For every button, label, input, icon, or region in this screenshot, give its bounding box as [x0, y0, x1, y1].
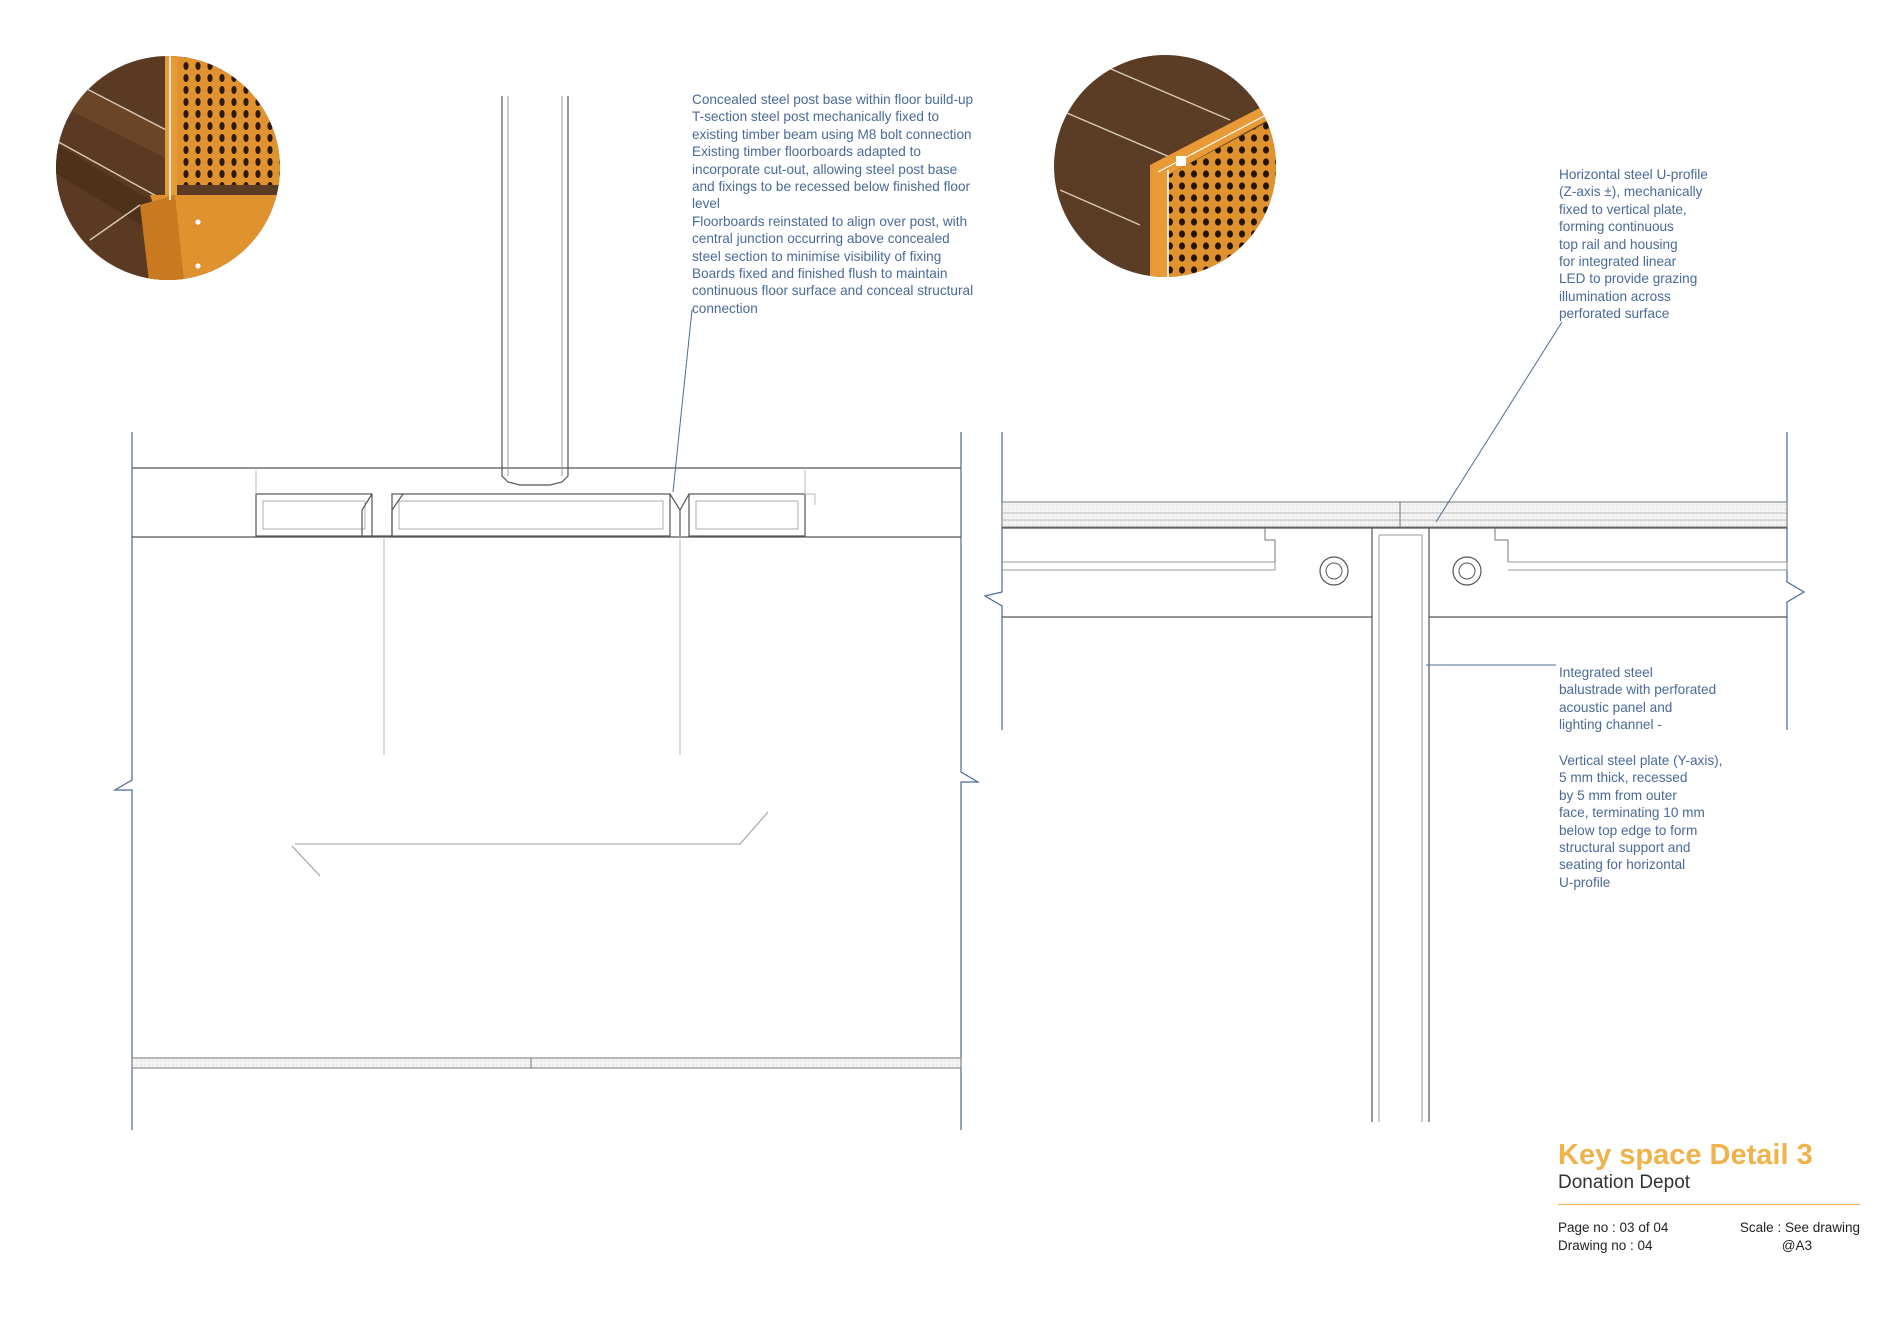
note-line: balustrade with perforated	[1559, 682, 1717, 698]
note-line: (Z-axis ±), mechanically	[1559, 184, 1703, 200]
note-line: for integrated linear	[1559, 254, 1677, 270]
note-line: face, terminating 10 mm	[1559, 805, 1705, 821]
note-line: U-profile	[1559, 874, 1611, 890]
note-line: lighting channel -	[1559, 717, 1662, 733]
annotation-post-base: Concealed steel post base within floor b…	[692, 91, 1022, 317]
detail-vignette-floor-post-icon	[56, 56, 280, 280]
drawing-title: Key space Detail 3	[1558, 1139, 1813, 1171]
annotation-vertical-plate: Vertical steel plate (Y-axis), 5 mm thic…	[1559, 752, 1759, 891]
note-line: structural support and	[1559, 840, 1691, 856]
note-line: central junction occurring above conceal…	[692, 231, 950, 247]
note-line: acoustic panel and	[1559, 699, 1673, 715]
note-line: Boards fixed and finished flush to maint…	[692, 266, 948, 282]
title-divider	[1558, 1204, 1860, 1205]
note-line: Concealed steel post base within floor b…	[692, 92, 974, 107]
note-line: forming continuous	[1559, 219, 1674, 235]
note-line: connection	[692, 300, 758, 316]
annotation-balustrade: Integrated steel balustrade with perfora…	[1559, 664, 1759, 734]
project-name: Donation Depot	[1558, 1172, 1691, 1193]
right-section-drawing	[983, 321, 1806, 1122]
note-line: steel section to minimise visibility of …	[692, 248, 942, 264]
note-line: illumination across	[1559, 288, 1671, 304]
note-line: Floorboards reinstated to align over pos…	[692, 213, 968, 229]
note-line: 5 mm thick, recessed	[1559, 770, 1688, 786]
detail-vignette-rail-corner-icon	[1054, 55, 1276, 277]
note-line: fixed to vertical plate,	[1559, 201, 1687, 217]
note-line: continuous floor surface and conceal str…	[692, 283, 974, 299]
note-line: and fixings to be recessed below finishe…	[692, 179, 971, 195]
left-section-drawing	[112, 96, 981, 1130]
title-block-row: Page no : 03 of 04 Scale : See drawing	[1558, 1219, 1860, 1237]
note-line: Vertical steel plate (Y-axis),	[1559, 753, 1723, 768]
title-block-row: Drawing no : 04 @A3	[1558, 1237, 1860, 1255]
title-block: Key space Detail 3 Donation Depot Page n…	[1558, 1138, 1860, 1255]
right-break-line	[960, 432, 981, 1130]
note-line: perforated surface	[1559, 306, 1670, 322]
paper-size: @A3	[1781, 1238, 1812, 1253]
note-line: seating for horizontal	[1559, 857, 1686, 873]
note-line: Horizontal steel U-profile	[1559, 167, 1708, 182]
note-line: top rail and housing	[1559, 236, 1678, 252]
annotation-u-profile: Horizontal steel U-profile (Z-axis ±), m…	[1559, 166, 1749, 323]
note-line: Existing timber floorboards adapted to	[692, 144, 921, 160]
note-line: level	[692, 196, 720, 212]
scale: Scale : See drawing	[1739, 1220, 1860, 1235]
note-line: existing timber beam using M8 bolt conne…	[692, 126, 972, 142]
page-number: Page no : 03 of 04	[1558, 1220, 1669, 1235]
note-line: incorporate cut-out, allowing steel post…	[692, 161, 958, 177]
note-line: T-section steel post mechanically fixed …	[692, 109, 940, 125]
left-break-line	[112, 432, 133, 1130]
drawing-number: Drawing no : 04	[1558, 1238, 1653, 1253]
note-line: below top edge to form	[1559, 822, 1698, 838]
note-line: LED to provide grazing	[1559, 271, 1698, 287]
note-line: Integrated steel	[1559, 665, 1653, 680]
note-line: by 5 mm from outer	[1559, 787, 1677, 803]
